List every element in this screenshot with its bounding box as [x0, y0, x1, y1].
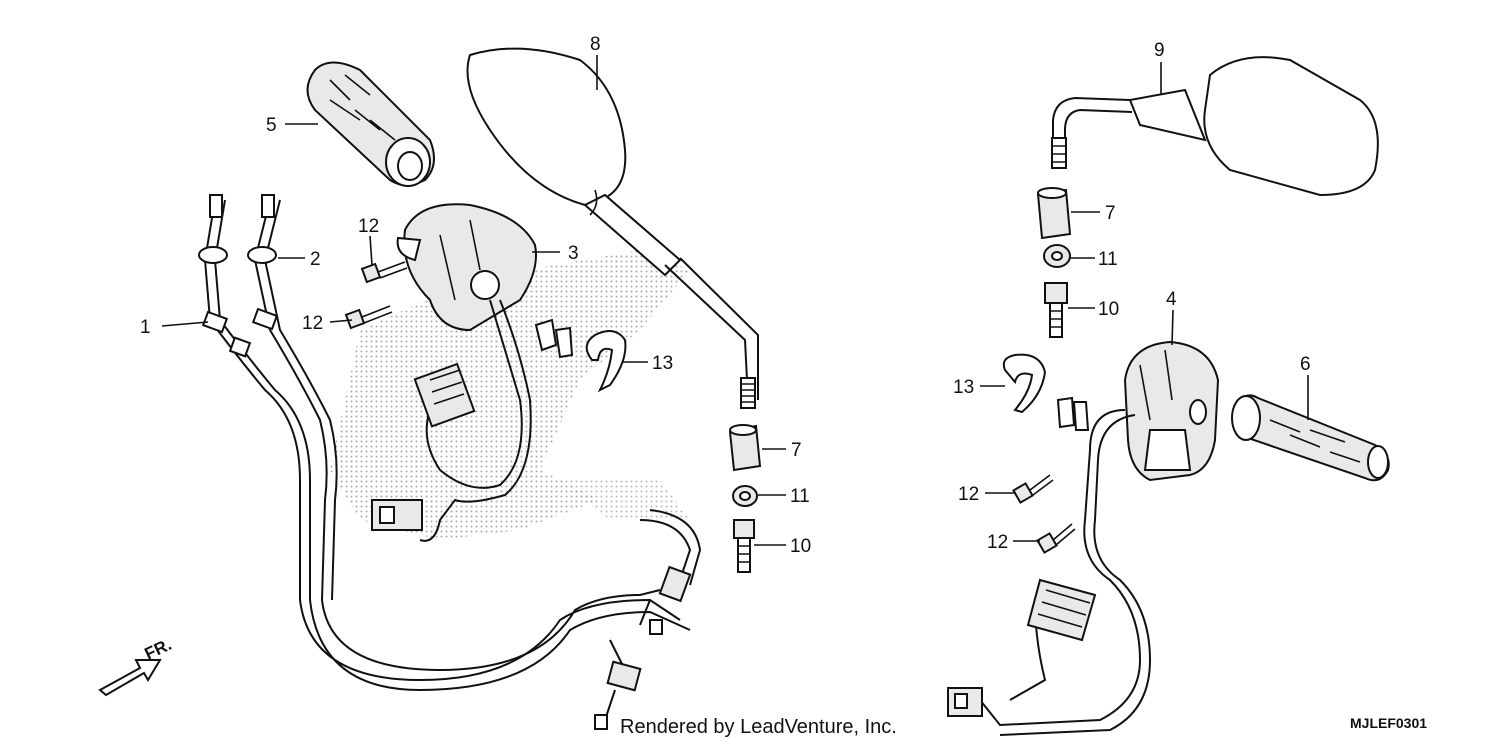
part-10-right-bolt[interactable]: [1044, 282, 1068, 338]
diagram-code: MJLEF0301: [1350, 715, 1427, 731]
part-11-left-nut[interactable]: [732, 485, 758, 507]
part-12-left-bolts[interactable]: [344, 261, 408, 330]
callout-2: 2: [310, 249, 321, 270]
callout-5: 5: [266, 115, 277, 136]
callout-3: 3: [568, 243, 579, 264]
front-direction-marker: FR.: [98, 635, 175, 697]
callout-6: 6: [1300, 354, 1311, 375]
part-12-right-bolts[interactable]: [1012, 474, 1076, 554]
part-13-right-clamp[interactable]: [1002, 353, 1047, 414]
part-5-left-grip[interactable]: [306, 61, 435, 187]
part-1-2-throttle-cables[interactable]: [198, 194, 702, 730]
part-11-right-nut[interactable]: [1043, 244, 1071, 268]
callout-1: 1: [140, 317, 151, 338]
part-9-right-mirror[interactable]: [1051, 56, 1379, 197]
part-8-left-mirror[interactable]: [466, 47, 759, 409]
callout-7-right: 7: [1105, 203, 1116, 224]
part-7-left-cover[interactable]: [728, 424, 762, 472]
callout-13-right: 13: [953, 377, 974, 398]
callout-12-right-bottom: 12: [987, 532, 1008, 553]
callout-labels: 1 2 3 4 5 6 7 7 8 9 10 10 11 11 12 12 12…: [140, 34, 1311, 557]
part-7-right-cover[interactable]: [1036, 187, 1072, 240]
leader-lines: [161, 55, 1309, 546]
callout-7-left: 7: [791, 440, 802, 461]
part-13-left-clamp[interactable]: [585, 330, 627, 393]
part-3-left-switch[interactable]: [371, 203, 574, 542]
callout-9: 9: [1154, 40, 1165, 61]
callout-8: 8: [590, 34, 601, 55]
callout-13-left: 13: [652, 353, 673, 374]
watermark-shading: [330, 250, 690, 540]
callout-12-right-top: 12: [958, 484, 979, 505]
callout-4: 4: [1166, 289, 1177, 310]
callout-12-left-top: 12: [358, 216, 379, 237]
callout-10-left: 10: [790, 536, 811, 557]
callout-12-left-bottom: 12: [302, 313, 323, 334]
callout-11-left: 11: [790, 486, 810, 507]
callout-10-right: 10: [1098, 299, 1119, 320]
callout-11-right: 11: [1098, 249, 1118, 270]
rendered-by-credit: Rendered by LeadVenture, Inc.: [620, 716, 897, 738]
part-6-right-grip[interactable]: [1231, 394, 1390, 482]
part-4-right-switch[interactable]: [947, 340, 1220, 736]
part-10-left-bolt[interactable]: [733, 519, 755, 573]
